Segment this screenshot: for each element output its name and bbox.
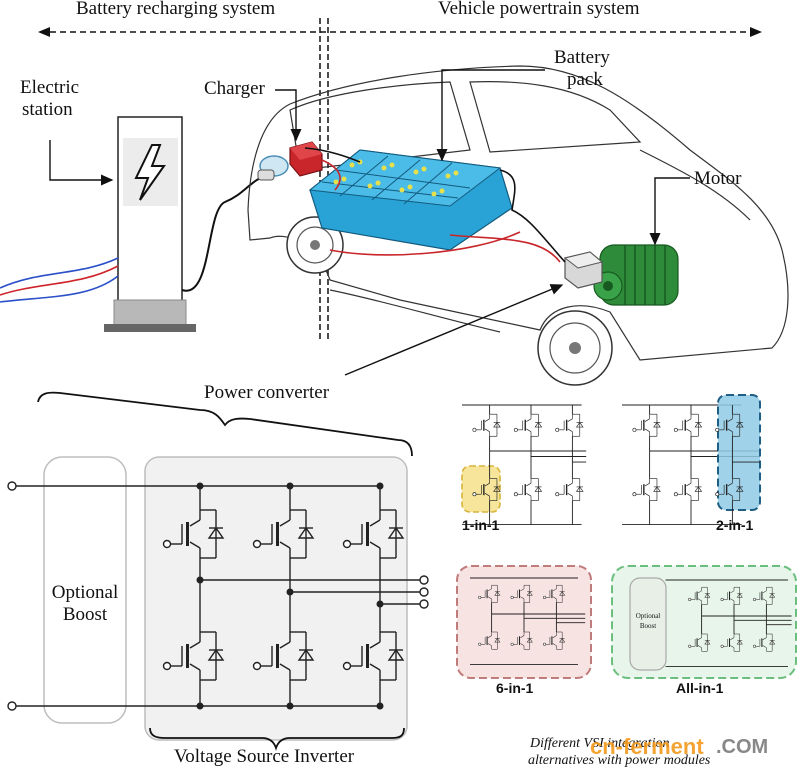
watermark-prefix: cn-ferment xyxy=(590,734,704,759)
config-6in1-circuit xyxy=(456,565,592,679)
config-allin1-circuit xyxy=(611,565,797,679)
config-1in1-label: 1-in-1 xyxy=(462,517,500,533)
motor-label: Motor xyxy=(694,168,742,189)
small-optional-boost-label-line1: Optional xyxy=(635,612,661,620)
caption-line1: Different VSI integration xyxy=(530,736,670,751)
rear-wheel xyxy=(286,216,344,274)
car-outline xyxy=(247,65,789,361)
front-wheel xyxy=(537,310,613,386)
caption-line2: alternatives with power modules xyxy=(528,753,711,768)
watermark-suffix: .COM xyxy=(716,736,769,758)
battery-recharging-system-label: Battery recharging system xyxy=(76,0,276,19)
station-input-cables xyxy=(0,257,119,303)
power-converter-label: Power converter xyxy=(204,382,330,403)
vehicle-powertrain-system-label: Vehicle powertrain system xyxy=(438,0,640,19)
electric-station xyxy=(104,116,196,332)
electric-station-label-line1: Electric xyxy=(20,77,80,98)
label-pointers xyxy=(49,69,690,376)
charger-label: Charger xyxy=(204,78,265,99)
vsi-brace xyxy=(149,727,405,751)
config-2in1-label: 2-in-1 xyxy=(716,517,754,533)
power-converter-unit xyxy=(563,251,604,289)
small-optional-boost-label-line2: Boost xyxy=(639,622,657,630)
power-converter-brace xyxy=(37,391,413,457)
config-6in1-label: 6-in-1 xyxy=(496,680,534,696)
charging-cable xyxy=(181,174,269,292)
voltage-source-inverter-label: Voltage Source Inverter xyxy=(174,746,355,767)
charger-unit xyxy=(289,141,323,177)
electric-station-label-line2: station xyxy=(22,99,73,120)
inverter-circuit xyxy=(7,456,429,741)
optional-boost-label-line1: Optional xyxy=(51,582,119,603)
charging-port xyxy=(257,155,289,181)
config-2in1-circuit xyxy=(622,394,761,526)
battery-pack-label-line1: Battery xyxy=(554,47,610,68)
battery-pack-label-line2: pack xyxy=(567,69,603,90)
lightning-bolt-icon xyxy=(134,144,166,201)
optional-boost-label-line2: Boost xyxy=(62,604,108,625)
vehicle-wiring xyxy=(304,147,566,263)
config-1in1-circuit xyxy=(461,404,587,526)
config-allin1-label: All-in-1 xyxy=(676,680,724,696)
motor-unit xyxy=(593,244,679,306)
battery-pack xyxy=(308,149,513,251)
